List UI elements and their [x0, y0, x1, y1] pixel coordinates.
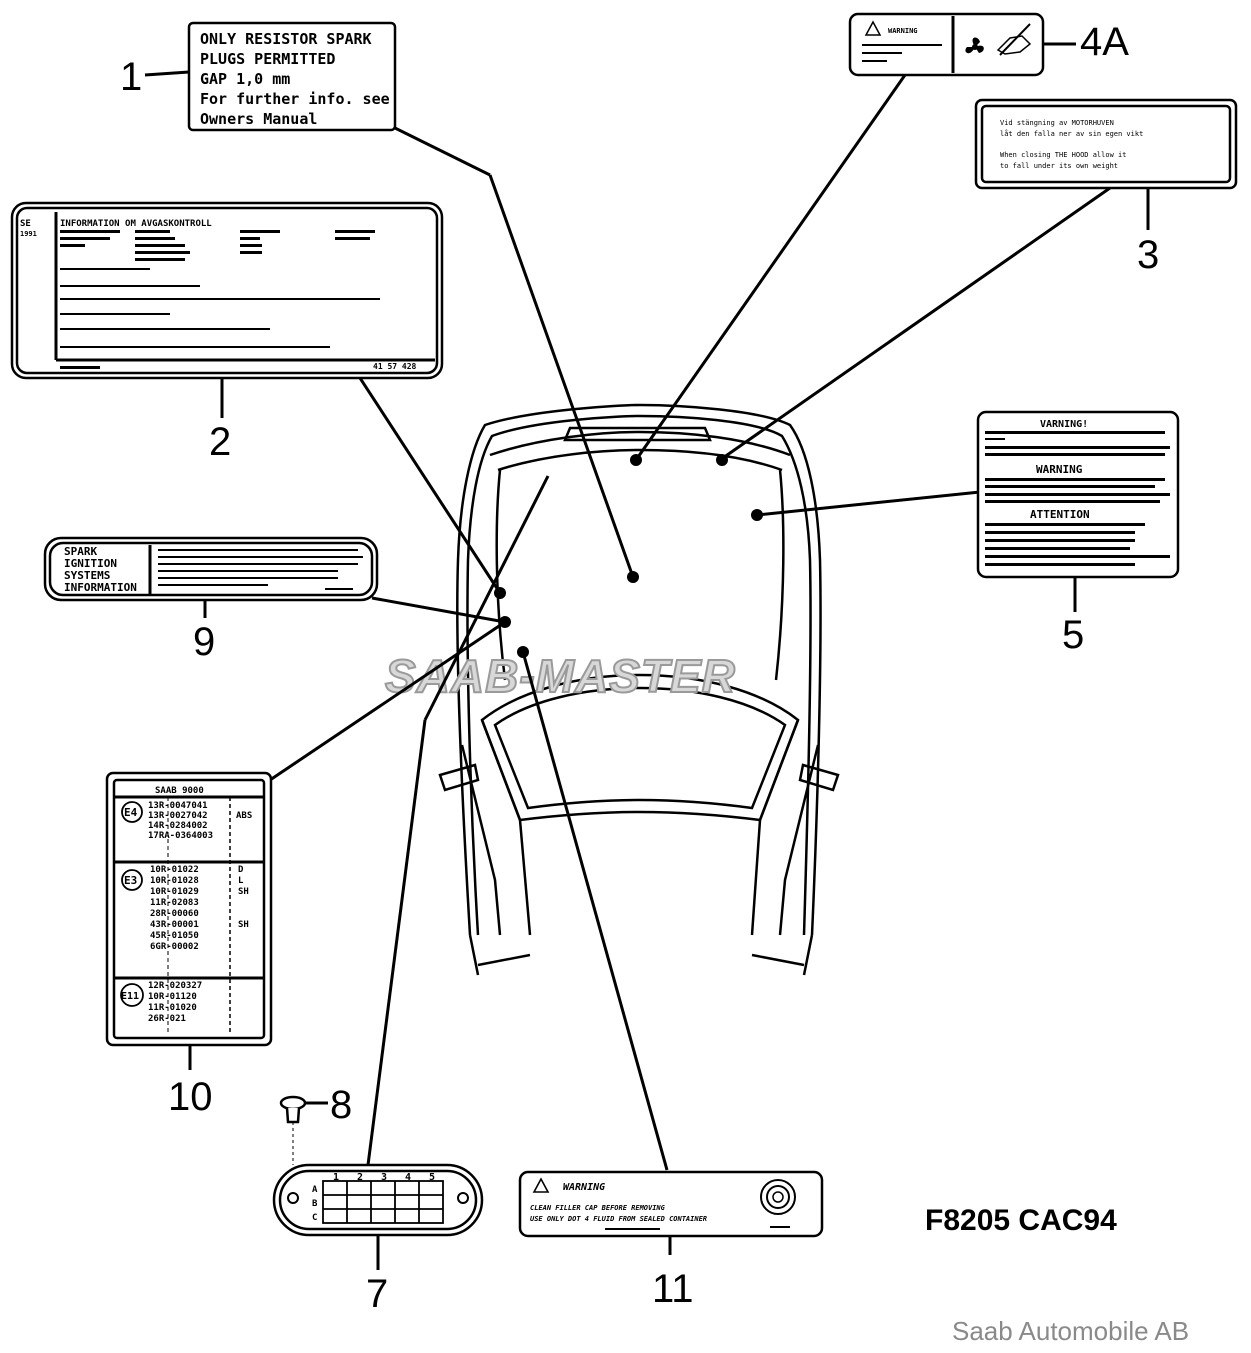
label-10-e4-code: 13R-0047041 — [148, 801, 208, 811]
label-4a-heading: WARNING — [888, 27, 918, 35]
callout-4a: 4A — [1080, 20, 1129, 64]
label-11-heading: WARNING — [563, 1182, 605, 1193]
car-top-view — [438, 403, 840, 976]
copyright-text: Saab Automobile AB — [952, 1316, 1189, 1346]
label-10-e3-code: 45R-01050 — [150, 931, 199, 941]
label-10-e11-code: 11R-01020 — [148, 1003, 197, 1013]
label-7-col: 3 — [381, 1172, 387, 1183]
label-7-grid — [322, 1180, 444, 1224]
callout-1: 1 — [120, 55, 142, 99]
label-3-line-2: låt den falla ner av sin egen vikt — [1000, 129, 1143, 138]
label-10-mark-e3: E3 — [124, 874, 137, 887]
callout-9: 9 — [193, 620, 215, 664]
label-7-col: 4 — [405, 1172, 411, 1183]
label-11-brake-fluid: WARNING CLEAN FILLER CAP BEFORE REMOVING… — [518, 1170, 824, 1238]
callout-11: 11 — [652, 1267, 694, 1311]
label-4a-fan-warning: WARNING — [848, 12, 1045, 77]
label-5-heading-3: ATTENTION — [1030, 508, 1090, 521]
label-1-spark-plugs: ONLY RESISTOR SPARK PLUGS PERMITTED GAP … — [187, 21, 397, 132]
filler-cap-icon — [760, 1179, 796, 1215]
callout-2: 2 — [209, 420, 231, 464]
label-7-col: 2 — [357, 1172, 363, 1183]
label-2-year: 1991 — [20, 230, 37, 238]
label-1-line-2: PLUGS PERMITTED — [200, 50, 335, 68]
label-2-heading: INFORMATION OM AVGASKONTROLL — [60, 219, 212, 229]
label-3-hood-closing: Vid stängning av MOTORHUVEN låt den fall… — [974, 98, 1238, 190]
label-11-line-2: USE ONLY DOT 4 FLUID FROM SEALED CONTAIN… — [530, 1215, 707, 1223]
label-10-e3-code: 28R-00060 — [150, 909, 199, 919]
label-7-row: A — [312, 1185, 318, 1195]
label-1-line-5: Owners Manual — [200, 110, 317, 128]
label-7-code-plate: 1 2 3 4 5 A B C — [272, 1163, 484, 1237]
label-10-e3-note: L — [238, 876, 244, 886]
label-10-e3-code: 43R-00001 — [150, 920, 199, 930]
warning-triangle-icon — [864, 20, 882, 36]
label-2-fine-print — [60, 230, 380, 369]
callout-5: 5 — [1062, 613, 1084, 657]
label-10-e3-note: D — [238, 865, 244, 875]
label-7-row: C — [312, 1213, 317, 1223]
callout-8: 8 — [330, 1083, 352, 1127]
label-10-e4-code: 17RA-0364003 — [148, 831, 213, 841]
watermark: SAAB-MASTER — [385, 650, 736, 702]
location-dots — [494, 454, 763, 658]
callout-3: 3 — [1137, 233, 1159, 277]
hand-icon — [996, 23, 1032, 56]
label-9-ignition-info: SPARK IGNITION SYSTEMS INFORMATION — [43, 536, 379, 602]
label-10-e11-code: 12R-020327 — [148, 981, 202, 991]
callout-7: 7 — [366, 1272, 388, 1316]
label-10-mark-e11: E11 — [121, 991, 139, 1002]
label-9-line-2: IGNITION — [64, 557, 117, 570]
label-10-approval-codes: SAAB 9000 E4 E3 E11 13R-0047041 13R-0027… — [105, 771, 273, 1047]
label-2-part-number: 41 57 428 — [373, 362, 417, 371]
label-10-e4-code: 13R-0027042 — [148, 811, 208, 821]
label-2-country: SE — [20, 219, 31, 229]
label-3-line-4: to fall under its own weight — [1000, 162, 1118, 170]
label-3-line-1: Vid stängning av MOTORHUVEN — [1000, 119, 1114, 127]
label-5-warning: VARNING! WARNING ATTENTION — [976, 410, 1180, 579]
warning-triangle-icon — [532, 1177, 550, 1193]
item-8-rivet — [279, 1095, 307, 1165]
label-7-col: 5 — [429, 1172, 435, 1183]
label-10-e4-note: ABS — [236, 811, 252, 821]
label-5-heading-1: VARNING! — [1040, 419, 1088, 430]
label-10-e3-code: 6GR-00002 — [150, 942, 199, 952]
label-9-line-3: SYSTEMS — [64, 569, 110, 582]
label-7-row: B — [312, 1199, 318, 1209]
label-10-mark-e4: E4 — [124, 806, 138, 819]
label-10-e11-code: 26R-021 — [148, 1014, 186, 1024]
label-10-e3-code: 10R-01028 — [150, 876, 199, 886]
callout-numbers: 1 2 3 4A 5 7 8 9 10 11 — [120, 20, 1159, 1316]
fan-icon — [965, 37, 984, 54]
label-10-e3-code: 10R-01022 — [150, 865, 199, 875]
label-10-e3-code: 10R-01029 — [150, 887, 199, 897]
label-10-heading: SAAB 9000 — [155, 786, 204, 796]
drawing-code: F8205 CAC94 — [925, 1204, 1117, 1237]
label-9-fine-print — [158, 549, 363, 590]
label-9-line-4: INFORMATION — [64, 581, 137, 594]
label-11-line-1: CLEAN FILLER CAP BEFORE REMOVING — [530, 1204, 666, 1212]
label-2-emission-info: SE 1991 INFORMATION OM AVGASKONTROLL 41 … — [10, 201, 444, 380]
label-7-col: 1 — [333, 1172, 339, 1183]
label-1-line-3: GAP 1,0 mm — [200, 70, 290, 88]
label-5-fine-print — [985, 431, 1170, 566]
label-9-line-1: SPARK — [64, 545, 97, 558]
label-10-e3-note: SH — [238, 887, 249, 897]
label-10-e4-code: 14R-0284002 — [148, 821, 208, 831]
label-1-line-4: For further info. see — [200, 90, 390, 108]
label-1-line-1: ONLY RESISTOR SPARK — [200, 30, 372, 48]
leader-lines — [188, 42, 1150, 1270]
label-10-e3-note: SH — [238, 920, 249, 930]
callout-10: 10 — [168, 1075, 213, 1119]
label-10-e11-code: 10R-01120 — [148, 992, 197, 1002]
label-5-heading-2: WARNING — [1036, 463, 1083, 476]
label-10-e3-code: 11R-02083 — [150, 898, 199, 908]
label-3-line-3: When closing THE HOOD allow it — [1000, 151, 1126, 159]
